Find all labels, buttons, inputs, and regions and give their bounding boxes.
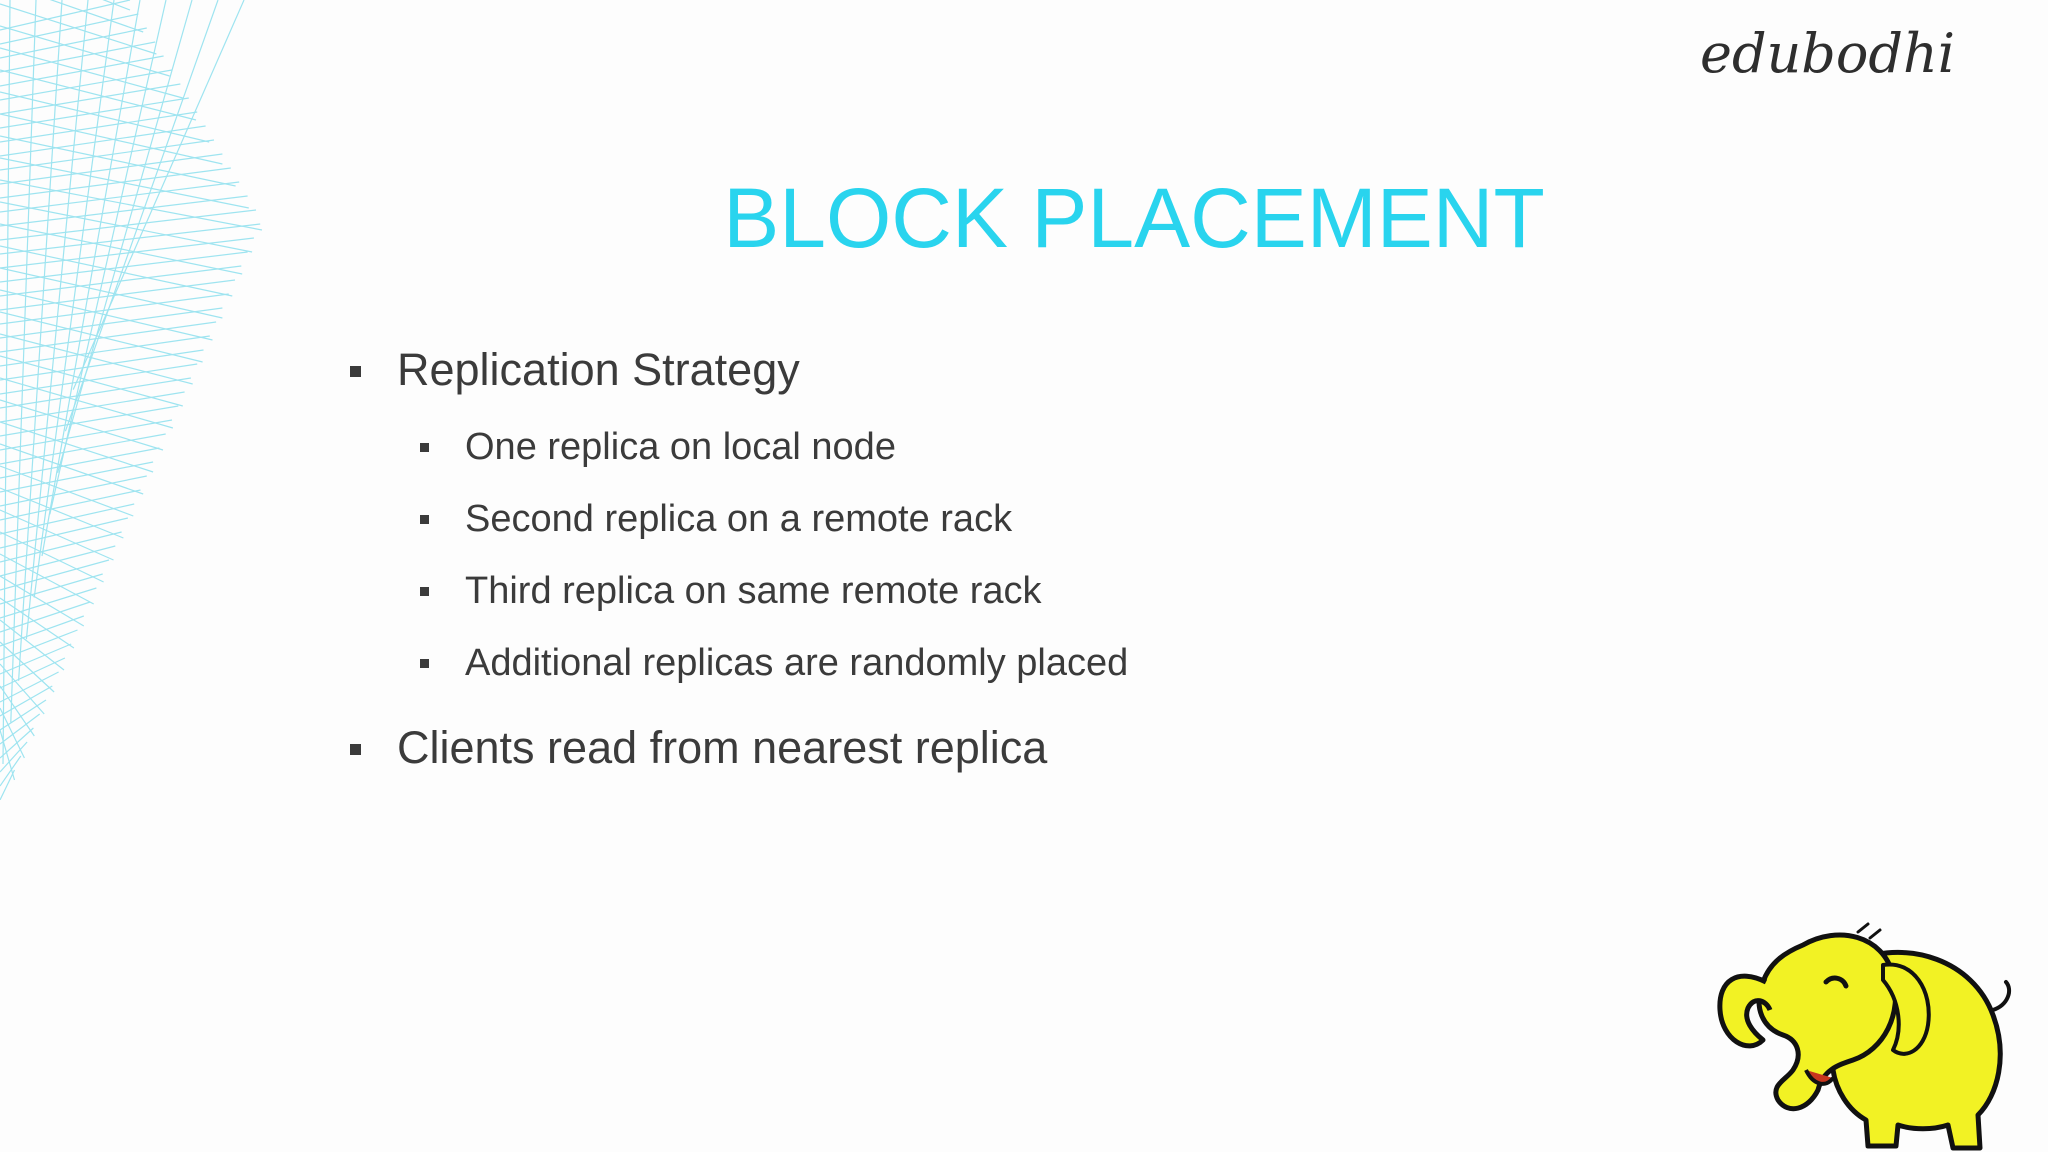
sub-bullet-text: Third replica on same remote rack — [465, 570, 1042, 612]
sub-bullet-item: One replica on local node — [345, 411, 1745, 483]
wireframe-mesh-icon — [0, 0, 263, 800]
sub-bullet-list: One replica on local node Second replica… — [345, 411, 1745, 699]
square-bullet-icon — [420, 587, 429, 596]
bullet-item: Clients read from nearest replica — [345, 713, 1745, 783]
slide-title: BLOCK PLACEMENT — [723, 171, 1545, 265]
square-bullet-icon — [350, 366, 361, 377]
sub-bullet-text: One replica on local node — [465, 426, 896, 468]
square-bullet-icon — [420, 659, 429, 668]
bullet-text: Clients read from nearest replica — [397, 722, 1048, 773]
square-bullet-icon — [420, 515, 429, 524]
bullet-item: Replication Strategy — [345, 335, 1745, 405]
bullet-list: Replication Strategy One replica on loca… — [345, 335, 1745, 783]
square-bullet-icon — [350, 744, 361, 755]
sub-bullet-text: Second replica on a remote rack — [465, 498, 1013, 540]
brand-logo-text: edubodhi — [1700, 22, 1955, 85]
hadoop-elephant-icon — [1717, 922, 2012, 1151]
sub-bullet-text: Additional replicas are randomly placed — [465, 642, 1129, 684]
sub-bullet-item: Second replica on a remote rack — [345, 483, 1745, 555]
sub-bullet-item: Additional replicas are randomly placed — [345, 627, 1745, 699]
bullet-text: Replication Strategy — [397, 344, 800, 395]
square-bullet-icon — [420, 443, 429, 452]
sub-bullet-item: Third replica on same remote rack — [345, 555, 1745, 627]
